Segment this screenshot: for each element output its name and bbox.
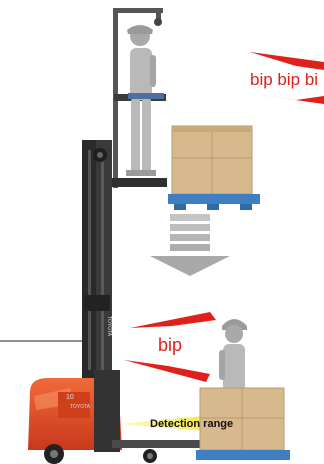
model-number: 10 [66,394,74,401]
upper-load [168,126,260,210]
alarm-text-top: bip bip bi [250,70,318,90]
alarm-text-middle: bip [158,335,182,356]
forklift-mast [82,140,112,380]
down-arrow-icon [150,214,230,276]
brand-logo-mast: TOYOTA [106,316,112,336]
brand-logo-body: TOYOTA [70,404,90,410]
detection-range-label: Detection range [150,418,233,430]
